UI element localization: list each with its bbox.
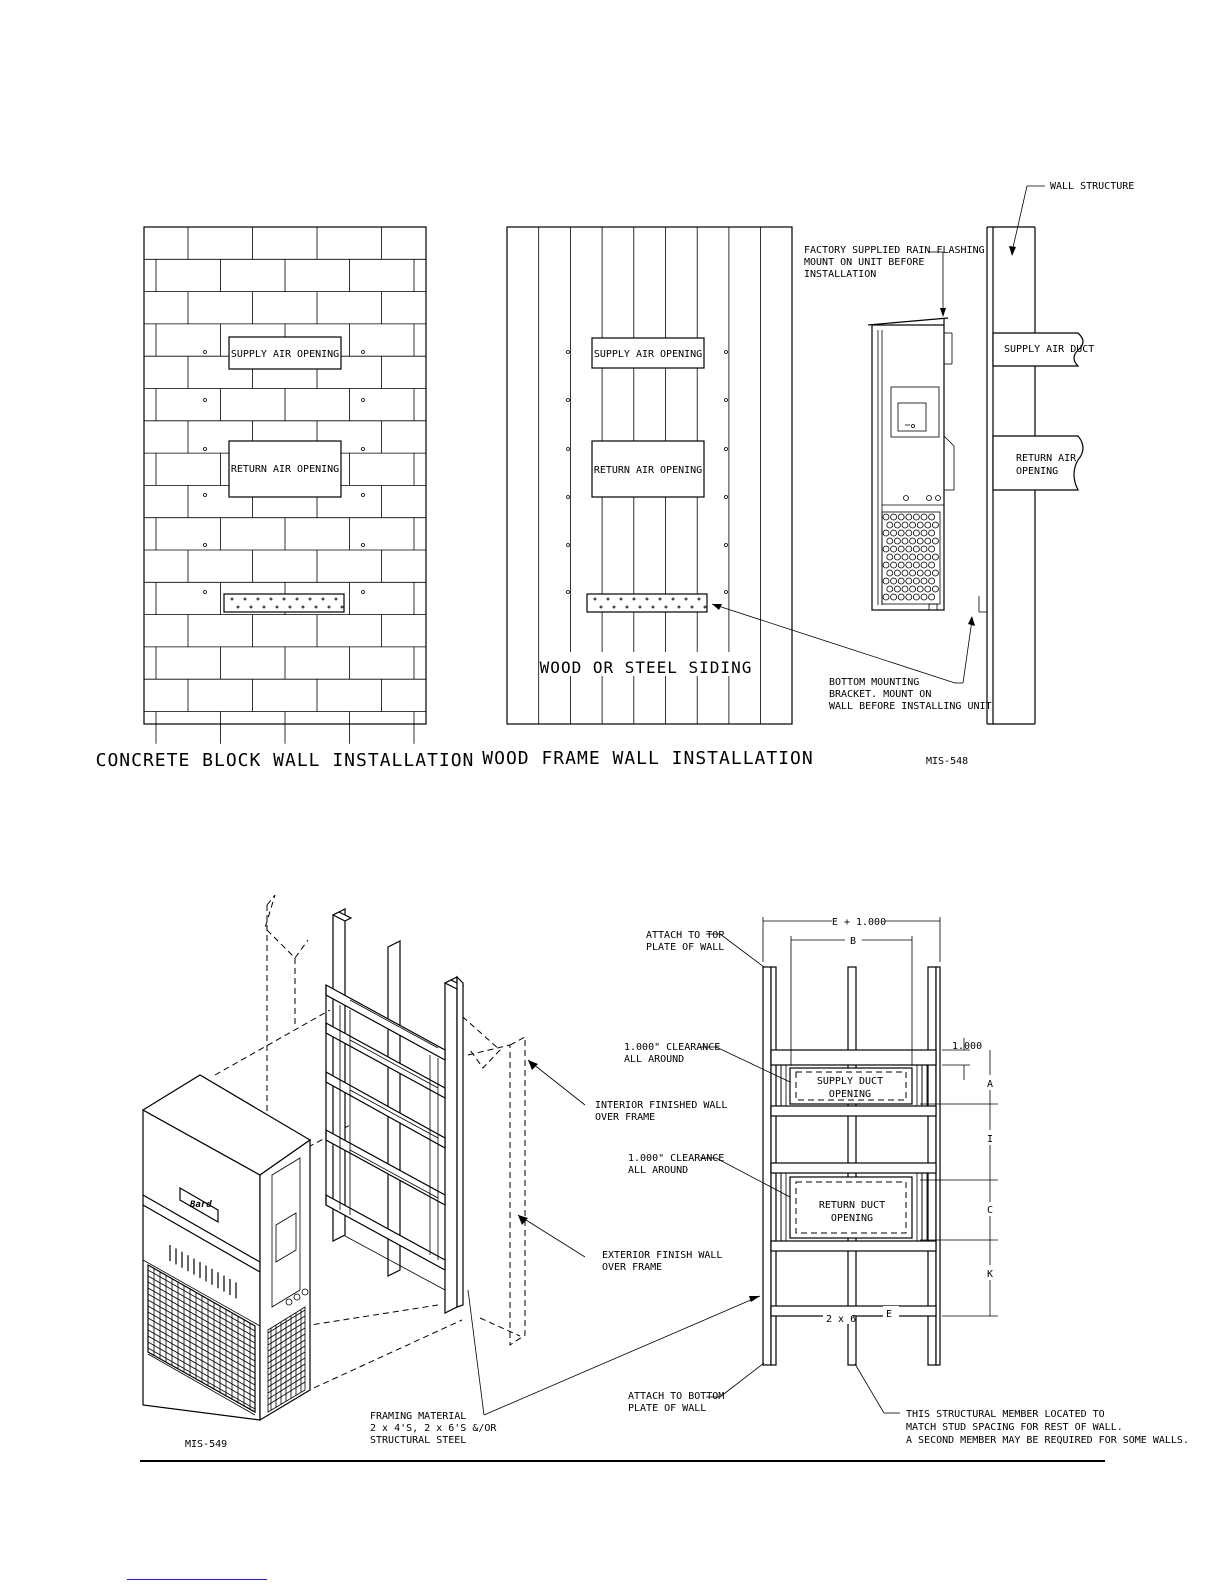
brand-logo-text: Bard [189, 1200, 212, 1210]
return-duct-label-1: RETURN DUCT [819, 1200, 885, 1211]
brand-logo-badge [179, 1186, 219, 1224]
wood-frame-wall-drawing: SUPPLY AIR OPENING RETURN AIR OPENING WO… [482, 226, 813, 769]
exterior-wall-label-2: OVER FRAME [602, 1262, 662, 1273]
attach-bottom-label-2: PLATE OF WALL [628, 1403, 706, 1414]
wood-bottom-bracket [586, 593, 708, 613]
concrete-wall-title: CONCRETE BLOCK WALL INSTALLATION [96, 750, 475, 771]
concrete-bottom-bracket [223, 593, 345, 613]
clearance-2-label-1: 1.000" CLEARANCE [628, 1153, 724, 1164]
supply-air-duct [992, 332, 1084, 367]
framing-label-3: STRUCTURAL STEEL [370, 1435, 466, 1446]
dim-1000: 1.000 [952, 1041, 982, 1052]
supply-duct-label-2: OPENING [829, 1089, 871, 1100]
dim-b: B [850, 936, 856, 947]
member-2x6-label: 2 x 6 [826, 1314, 856, 1325]
dim-a: A [987, 1079, 993, 1090]
attach-top-label-1: ATTACH TO TOP [646, 930, 724, 941]
wood-supply-label: SUPPLY AIR OPENING [594, 349, 702, 360]
unit-front-filter-mesh [147, 1265, 256, 1416]
framing-label-1: FRAMING MATERIAL [370, 1411, 466, 1422]
concrete-return-opening [228, 440, 342, 498]
page-bottom-underline [127, 1579, 267, 1580]
wood-fastener-dots [566, 350, 728, 609]
wood-supply-opening [591, 337, 705, 369]
concrete-supply-opening [228, 336, 342, 370]
bracket-label-1: BOTTOM MOUNTING [829, 677, 919, 688]
frame-elevation-drawing: SUPPLY DUCT OPENING RETURN DUCT OPENING … [624, 917, 1189, 1446]
supply-duct-opening [789, 1067, 913, 1105]
isometric-view-drawing: Bard INTERIOR FINISHED WALL OVER FRAME E… [141, 894, 761, 1450]
return-duct-opening [789, 1176, 913, 1239]
return-air-label-1: RETURN AIR [1016, 453, 1077, 464]
dim-e-plus-1: E + 1.000 [832, 917, 886, 928]
unit-grille [882, 513, 939, 601]
member-note-1: THIS STRUCTURAL MEMBER LOCATED TO [906, 1409, 1105, 1420]
attach-bottom-label-1: ATTACH TO BOTTOM [628, 1391, 724, 1402]
concrete-fastener-dots [203, 350, 365, 609]
clearance-1-label-1: 1.000" CLEARANCE [624, 1042, 720, 1053]
return-air-duct [992, 435, 1084, 491]
dim-k: K [987, 1269, 993, 1280]
supply-air-duct-label: SUPPLY AIR DUCT [1004, 344, 1094, 355]
footer-rule [140, 1460, 1105, 1462]
figure-id-548: MIS-548 [926, 756, 968, 767]
wood-wall-title: WOOD FRAME WALL INSTALLATION [482, 748, 813, 769]
flashing-label-1: FACTORY SUPPLIED RAIN FLASHING [804, 245, 985, 256]
member-note-2: MATCH STUD SPACING FOR REST OF WALL. [906, 1422, 1123, 1433]
concrete-block-wall-drawing: SUPPLY AIR OPENING RETURN AIR OPENING CO… [96, 226, 475, 771]
dim-e: E [886, 1309, 892, 1320]
wood-return-label: RETURN AIR OPENING [594, 465, 702, 476]
flashing-label-2: MOUNT ON UNIT BEFORE [804, 257, 924, 268]
framing-label-2: 2 x 4'S, 2 x 6'S &/OR [370, 1423, 497, 1434]
figure-id-549: MIS-549 [185, 1439, 227, 1450]
concrete-return-label: RETURN AIR OPENING [231, 464, 339, 475]
side-view-drawing: SUPPLY AIR DUCT RETURN AIR OPENING [711, 181, 1134, 767]
flashing-label-3: INSTALLATION [804, 269, 876, 280]
wood-return-opening [591, 440, 705, 498]
interior-wall-label-1: INTERIOR FINISHED WALL [595, 1100, 727, 1111]
wall-unit-side-view [867, 317, 955, 611]
bracket-label-2: BRACKET. MOUNT ON [829, 689, 931, 700]
isometric-wall-frame [325, 908, 465, 1314]
interior-wall-label-2: OVER FRAME [595, 1112, 655, 1123]
return-duct-label-2: OPENING [831, 1213, 873, 1224]
return-air-label-2: OPENING [1016, 466, 1058, 477]
member-note-3: A SECOND MEMBER MAY BE REQUIRED FOR SOME… [906, 1435, 1189, 1446]
unit-vent-slots [169, 1245, 237, 1299]
clearance-1-label-2: ALL AROUND [624, 1054, 684, 1065]
exterior-wall-label-1: EXTERIOR FINISH WALL [602, 1250, 722, 1261]
unit-side-filter-mesh [267, 1309, 306, 1410]
dim-i: I [987, 1134, 993, 1145]
attach-top-label-2: PLATE OF WALL [646, 942, 724, 953]
clearance-2-label-2: ALL AROUND [628, 1165, 688, 1176]
dim-c: C [987, 1205, 993, 1216]
supply-duct-label-1: SUPPLY DUCT [817, 1076, 883, 1087]
concrete-supply-label: SUPPLY AIR OPENING [231, 349, 339, 360]
bracket-label-3: WALL BEFORE INSTALLING UNIT [829, 701, 992, 712]
wood-siding-label: WOOD OR STEEL SIDING [540, 658, 753, 677]
wall-structure-label: WALL STRUCTURE [1050, 181, 1134, 192]
isometric-wall-unit: Bard [141, 1074, 312, 1422]
